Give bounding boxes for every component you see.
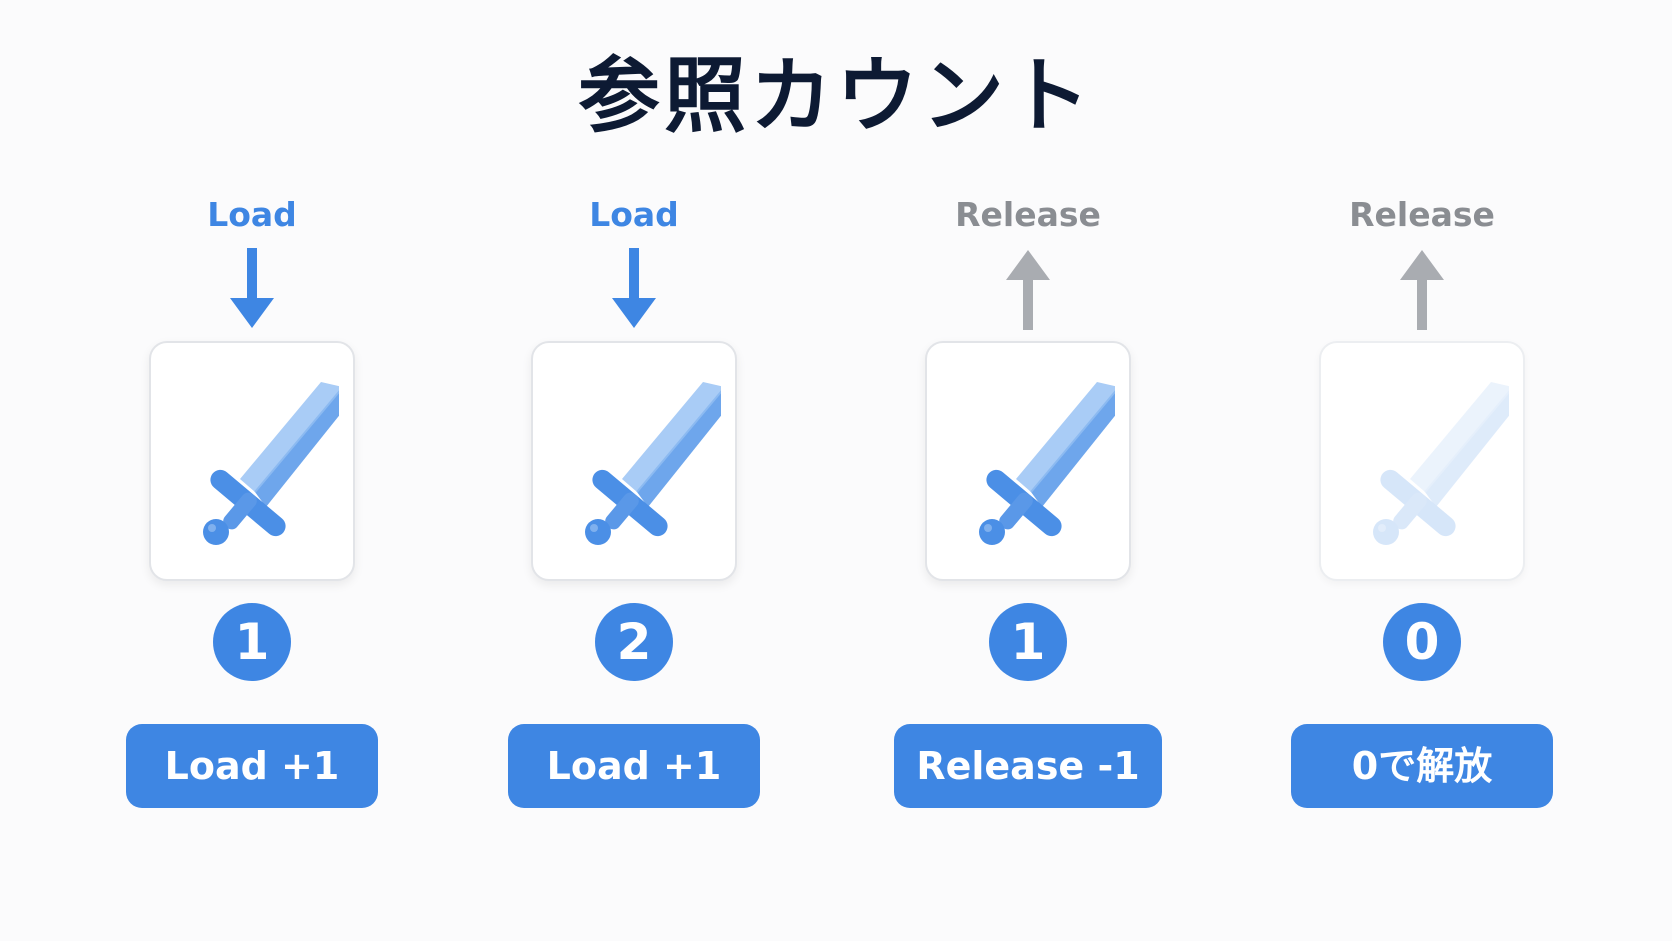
page-title: 参照カウント: [577, 49, 1094, 144]
sword-icon: [169, 365, 339, 555]
operation-label: Release -1: [894, 724, 1162, 808]
asset-card: [925, 341, 1131, 581]
action-label: Release: [1349, 195, 1495, 234]
reference-count-badge: 0: [1383, 603, 1461, 681]
arrow-up-icon: [1006, 250, 1050, 330]
arrow-down-icon: [230, 248, 274, 328]
sword-icon: [945, 365, 1115, 555]
asset-card: [1319, 341, 1525, 581]
arrow-down-icon: [612, 248, 656, 328]
step-4: Release 0 0で解放: [1282, 0, 1562, 941]
step-3: Release 1 Release -1: [888, 0, 1168, 941]
action-label: Load: [589, 195, 679, 234]
operation-label: Load +1: [508, 724, 760, 808]
sword-icon: [551, 365, 721, 555]
reference-count-badge: 1: [213, 603, 291, 681]
step-2: Load 2 Load +1: [494, 0, 774, 941]
asset-card: [149, 341, 355, 581]
step-1: Load 1 Load +1: [112, 0, 392, 941]
operation-label: Load +1: [126, 724, 378, 808]
action-label: Load: [207, 195, 297, 234]
operation-label: 0で解放: [1291, 724, 1553, 808]
sword-icon: [1339, 365, 1509, 555]
reference-count-badge: 1: [989, 603, 1067, 681]
asset-card: [531, 341, 737, 581]
reference-count-badge: 2: [595, 603, 673, 681]
action-label: Release: [955, 195, 1101, 234]
arrow-up-icon: [1400, 250, 1444, 330]
